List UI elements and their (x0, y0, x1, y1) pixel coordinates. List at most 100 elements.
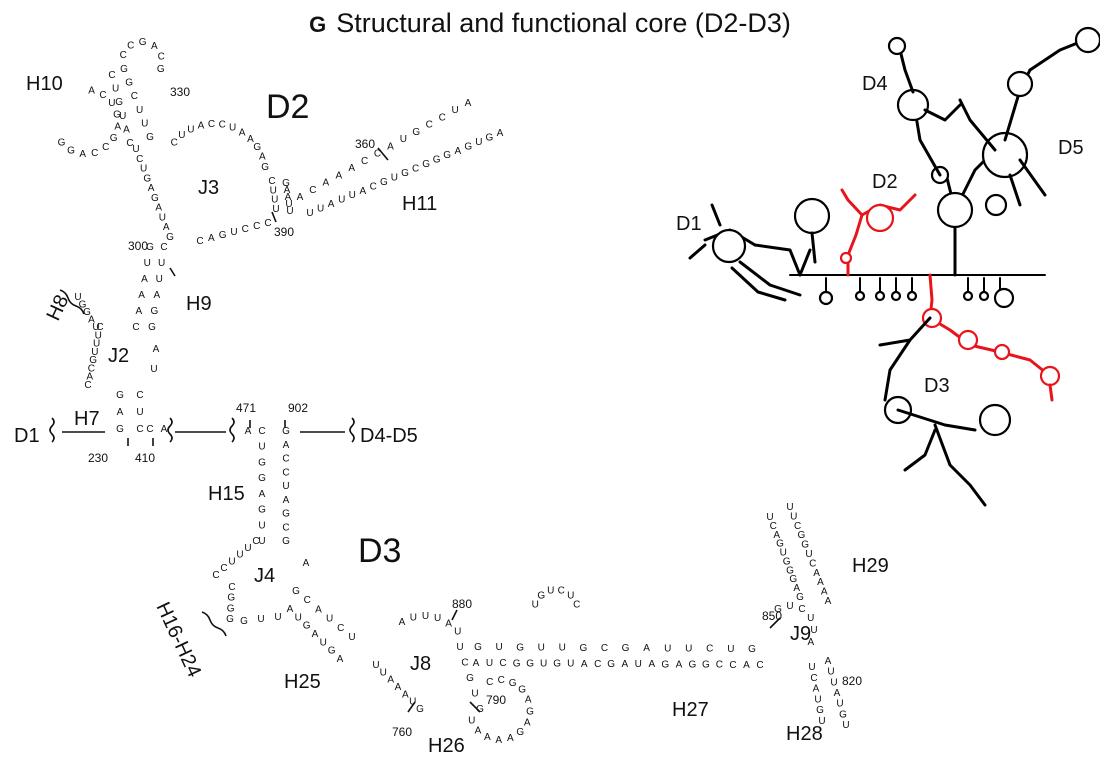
nucleotide: U (349, 190, 356, 201)
nucleotide: C (729, 660, 736, 671)
nucleotide: U (468, 715, 475, 726)
schematic-path (878, 338, 912, 347)
nucleotide: G (258, 457, 266, 468)
nucleotide: A (135, 306, 142, 317)
nucleotide: C (282, 467, 289, 478)
nucleotide: C (706, 644, 713, 655)
nucleotide: U (271, 195, 278, 206)
nucleotide: A (621, 659, 628, 670)
nucleotide: G (139, 37, 147, 48)
schematic-loop (981, 131, 1029, 179)
nucleotide: U (150, 364, 157, 375)
nucleotide: G (433, 155, 441, 166)
nucleotide: U (434, 613, 441, 624)
nucleotide: A (348, 163, 355, 174)
pos-902: 902 (288, 401, 308, 415)
nucleotide: U (486, 658, 493, 669)
nucleotide: A (465, 98, 472, 109)
nucleotide: G (258, 473, 266, 484)
nucleotide: A (285, 192, 292, 203)
schematic-path (898, 48, 915, 94)
nucleotide: U (236, 550, 243, 561)
nucleotide: G (476, 704, 484, 715)
nucleotide: U (338, 195, 345, 206)
nucleotide: U (295, 612, 302, 623)
nucleotide: U (244, 543, 251, 554)
nucleotide: A (79, 149, 86, 160)
nucleotide: A (507, 733, 514, 744)
helix-h25-label: H25 (284, 671, 321, 693)
nucleotide: U (132, 144, 139, 155)
nucleotide: C (126, 138, 133, 149)
nucleotide: U (156, 274, 163, 285)
schematic-path (1008, 173, 1022, 207)
nucleotide: C (212, 570, 219, 581)
nucleotide: C (132, 322, 139, 333)
nucleotide: C (219, 120, 226, 131)
nucleotide: G (120, 64, 128, 75)
highlighted-domain-path (840, 188, 864, 217)
nucleotide: C (120, 50, 127, 61)
nucleotide: G (786, 565, 794, 576)
helix-h27-label: H27 (672, 699, 709, 721)
nucleotide: U (285, 199, 292, 210)
nucleotide: U (187, 124, 194, 135)
nucleotide: G (553, 659, 561, 670)
nucleotide: U (410, 612, 417, 623)
nucleotide: U (286, 206, 293, 217)
schematic-path (730, 266, 787, 302)
nucleotide: A (643, 643, 650, 654)
nucleotide: G (661, 659, 669, 670)
nucleotide: U (119, 111, 126, 122)
nucleotide: U (827, 667, 834, 678)
nucleotide: G (801, 540, 809, 551)
nucleotide: G (783, 556, 791, 567)
title-text: Structural and functional core (D2-D3) (336, 8, 791, 38)
nucleotide: A (259, 489, 266, 500)
nucleotide: C (374, 149, 381, 160)
nucleotide: A (322, 178, 329, 189)
nucleotide: U (810, 625, 817, 636)
schematic-path (958, 98, 997, 152)
nucleotide: A (287, 604, 294, 615)
schematic-path (933, 423, 987, 507)
nucleotide: G (157, 64, 165, 75)
nucleotide: A (648, 659, 655, 670)
schematic-path (1018, 158, 1047, 197)
schematic-loop (1006, 70, 1034, 98)
domain-d2-label: D2 (266, 88, 309, 126)
nucleotide: A (743, 660, 750, 671)
nucleotide: C (171, 138, 178, 149)
junction-j4-label: J4 (254, 565, 275, 587)
nucleotide: G (125, 78, 133, 89)
nucleotide: C (146, 424, 153, 435)
nucleotide: C (309, 185, 316, 196)
nucleotide: U (807, 613, 814, 624)
schematic-loop (818, 290, 834, 306)
nucleotide: C (361, 156, 368, 167)
nucleotide: G (227, 593, 235, 604)
pos-410: 410 (135, 451, 155, 465)
schematic-loop (865, 203, 895, 233)
nucleotide: A (283, 440, 290, 451)
nucleotide: U (112, 84, 119, 95)
nucleotide: U (93, 339, 100, 350)
helix-h29-label: H29 (852, 555, 889, 577)
domain-d3-label: D3 (358, 532, 401, 570)
nucleotide: U (664, 643, 671, 654)
nucleotide: G (115, 97, 123, 108)
nucleotide: A (284, 185, 291, 196)
nucleotide: U (257, 614, 264, 625)
schematic-loop (874, 290, 886, 302)
nucleotide: G (798, 530, 806, 541)
nucleotide: A (117, 407, 124, 418)
connection-d4-d5-label: D4-D5 (360, 425, 418, 447)
nucleotide: C (108, 70, 115, 81)
nucleotide: A (283, 495, 290, 506)
nucleotide: A (163, 222, 170, 233)
nucleotide: A (208, 233, 215, 244)
schematic-path (753, 243, 802, 277)
